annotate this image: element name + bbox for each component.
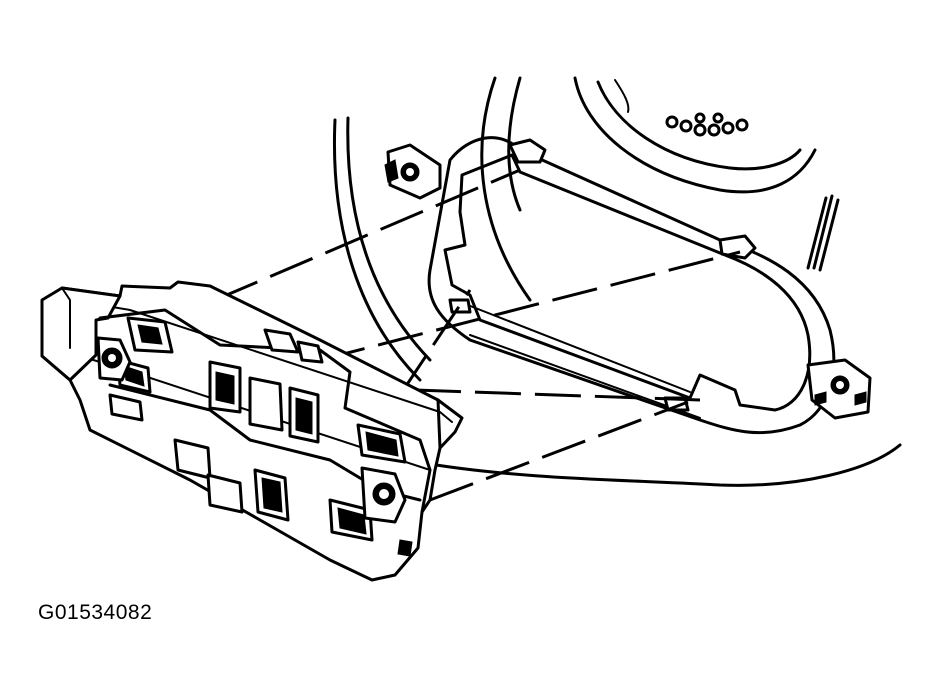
steering-wheel-arcs <box>480 76 817 302</box>
figure-id-label: G01534082 <box>38 601 153 624</box>
instrument-cluster <box>40 280 464 582</box>
wiring-harness <box>806 194 840 272</box>
alignment-lines <box>214 168 741 502</box>
cluster-housing <box>384 136 872 435</box>
